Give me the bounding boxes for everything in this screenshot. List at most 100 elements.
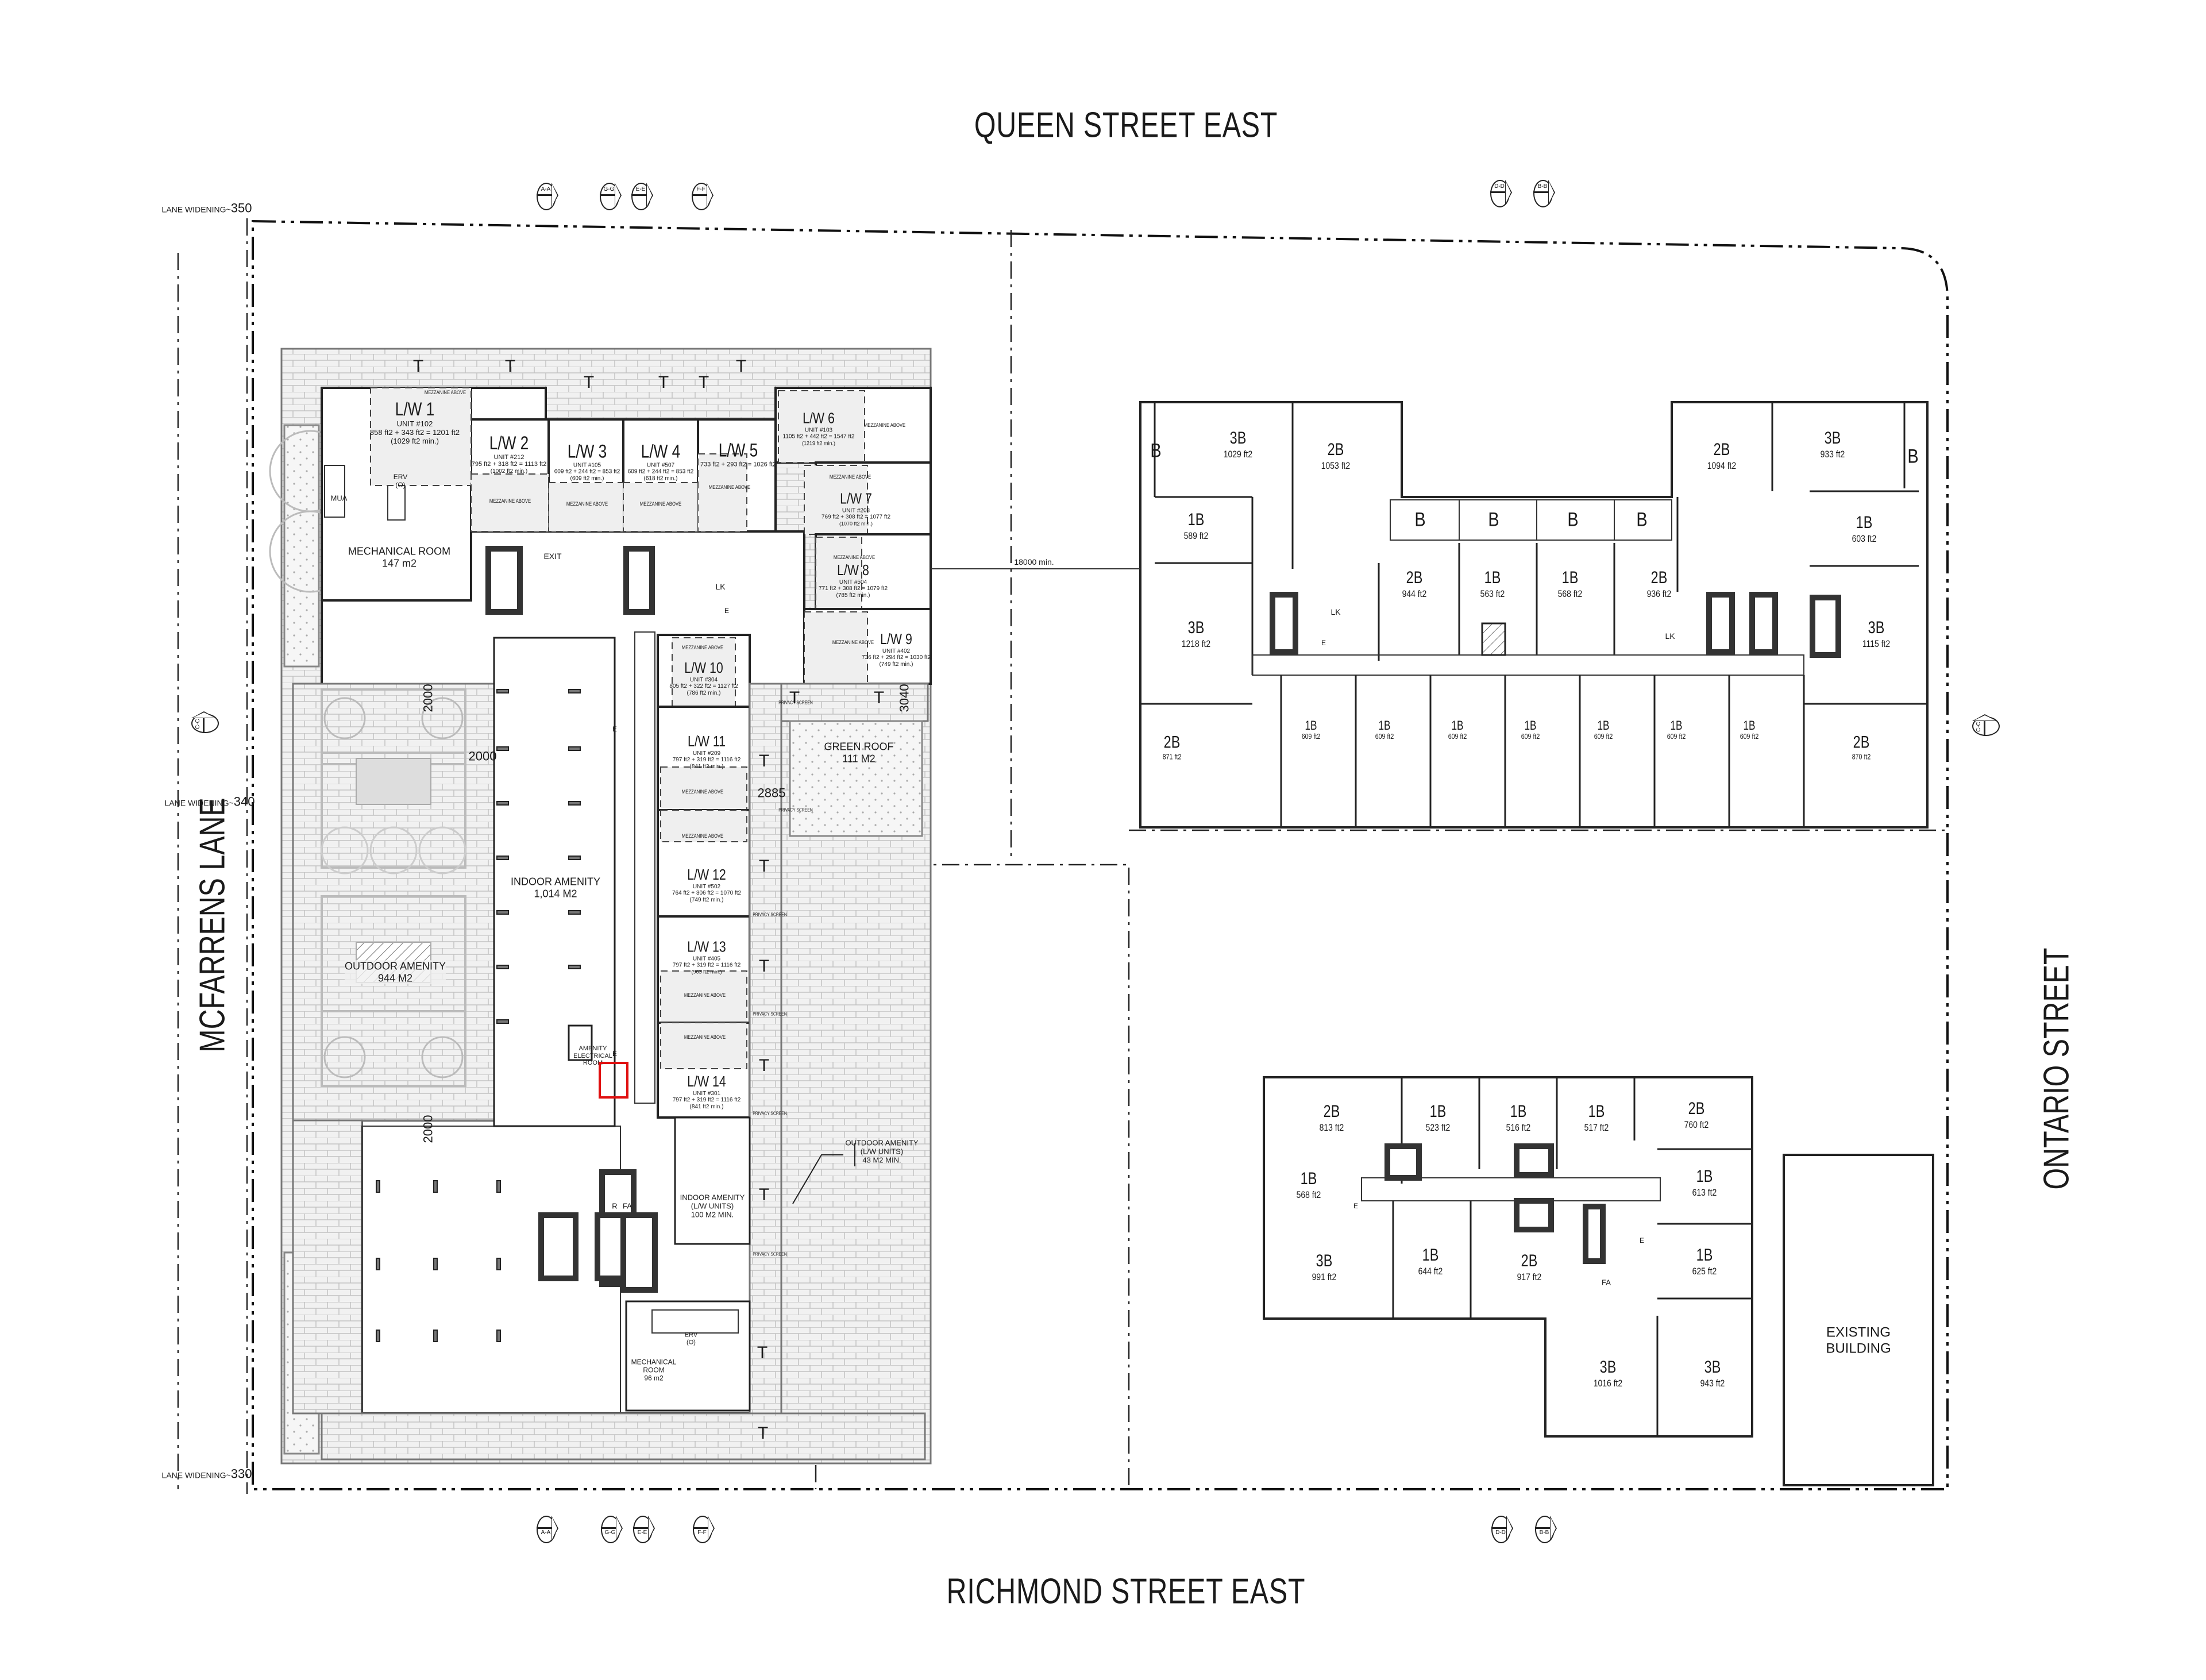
live-work-unit[interactable]: L/W 2 UNIT #212 795 ft2 + 318 ft2 = 1113… (471, 433, 547, 475)
mezzanine-label: MEZZANINE ABOVE (424, 389, 466, 395)
lane-widening-label: LANE WIDENING~340 (164, 794, 255, 809)
section-marker[interactable]: A-A (534, 179, 558, 211)
room-label-fa: FA (623, 1201, 632, 1211)
mezzanine-label: MEZZANINE ABOVE (833, 554, 876, 560)
section-marker[interactable]: C-C (188, 711, 220, 735)
section-marker[interactable]: D-D (1488, 176, 1512, 209)
section-marker[interactable]: B-B (1531, 176, 1555, 209)
callout-outdoor-amenity-lw: OUTDOOR AMENITY(L/W UNITS)43 M2 MIN. (845, 1138, 919, 1165)
live-work-unit[interactable]: L/W 5 733 ft2 + 293 ft2 = 1026 ft2 (700, 440, 777, 468)
mezzanine-label: MEZZANINE ABOVE (681, 788, 724, 795)
privacy-screen-label: PRIVACY SCREEN (753, 1011, 787, 1017)
dimension: 2000 (421, 1115, 435, 1143)
room-label-lk: LK (1330, 607, 1341, 616)
live-work-unit[interactable]: L/W 12 UNIT #502 764 ft2 + 306 ft2 = 107… (672, 865, 742, 903)
live-work-unit[interactable]: L/W 1 UNIT #102 858 ft2 + 343 ft2 = 1201… (369, 399, 460, 445)
terrace-tag: T (757, 1343, 768, 1362)
terrace-tag: T (757, 1423, 769, 1443)
live-work-unit[interactable]: L/W 14 UNIT #301 797 ft2 + 319 ft2 = 111… (672, 1072, 741, 1110)
mezzanine-label: MEZZANINE ABOVE (708, 484, 751, 490)
section-marker[interactable]: E-E (631, 1512, 655, 1544)
live-work-unit[interactable]: L/W 13 UNIT #405 797 ft2 + 319 ft2 = 111… (672, 938, 741, 975)
section-marker[interactable]: G-G (597, 179, 622, 211)
section-marker[interactable]: A-A (534, 1512, 558, 1544)
room-label-lk: LK (1665, 631, 1675, 641)
section-marker[interactable]: D-D (1489, 1512, 1513, 1544)
dimension: 2000 (421, 684, 435, 712)
live-work-unit[interactable]: L/W 11 UNIT #209 797 ft2 + 319 ft2 = 111… (672, 732, 741, 770)
section-marker[interactable]: E-E (629, 179, 653, 211)
terrace-tag: T (758, 1185, 770, 1204)
lane-widening-label: LANE WIDENING~350 (161, 201, 252, 215)
live-work-unit[interactable]: L/W 3 UNIT #105 609 ft2 + 244 ft2 = 853 … (554, 441, 620, 482)
terrace-tag: T (504, 356, 516, 376)
live-work-unit[interactable]: L/W 10 UNIT #304 805 ft2 + 322 ft2 = 112… (669, 658, 738, 696)
mezzanine-label: MEZZANINE ABOVE (566, 500, 608, 507)
selection-highlight (599, 1062, 628, 1099)
room-label-indoor-amenity-lw: INDOOR AMENITY(L/W UNITS)100 M2 MIN. (680, 1193, 745, 1219)
section-marker[interactable]: G-G (599, 1512, 623, 1544)
lane-widening-label: LANE WIDENING~330 (161, 1466, 252, 1481)
section-marker[interactable]: F-F (691, 1512, 715, 1544)
live-work-unit[interactable]: L/W 7 UNIT #203 769 ft2 + 308 ft2 = 1077… (821, 490, 891, 527)
existing-building-outline (1783, 1154, 1934, 1486)
live-work-unit[interactable]: L/W 6 UNIT #103 1105 ft2 + 442 ft2 = 154… (782, 409, 855, 446)
room-label-e: E (612, 1050, 618, 1058)
terrace-tag: T (658, 372, 669, 392)
mezzanine-label: MEZZANINE ABOVE (639, 500, 682, 507)
room-label-e: E (612, 725, 618, 734)
privacy-screen-label: PRIVACY SCREEN (753, 912, 787, 918)
street-label-east: ONTARIO STREET (2037, 947, 2077, 1190)
mezzanine-label: MEZZANINE ABOVE (684, 1034, 726, 1040)
live-work-unit[interactable]: L/W 8 UNIT #504 771 ft2 + 308 ft2 = 1079… (818, 561, 888, 599)
live-work-unit[interactable]: L/W 9 UNIT #402 736 ft2 + 294 ft2 = 1030… (861, 630, 931, 668)
section-marker[interactable]: B-B (1533, 1512, 1557, 1544)
live-work-unit[interactable]: L/W 4 UNIT #507 609 ft2 + 244 ft2 = 853 … (627, 441, 694, 482)
columns (376, 689, 581, 1342)
privacy-screen-label: PRIVACY SCREEN (778, 700, 813, 706)
section-marker[interactable]: F-F (689, 179, 714, 211)
section-marker[interactable]: C-C (1969, 714, 2001, 738)
dimension: 3040 (897, 684, 912, 712)
setback-dimension: 18000 min. (1014, 557, 1054, 567)
